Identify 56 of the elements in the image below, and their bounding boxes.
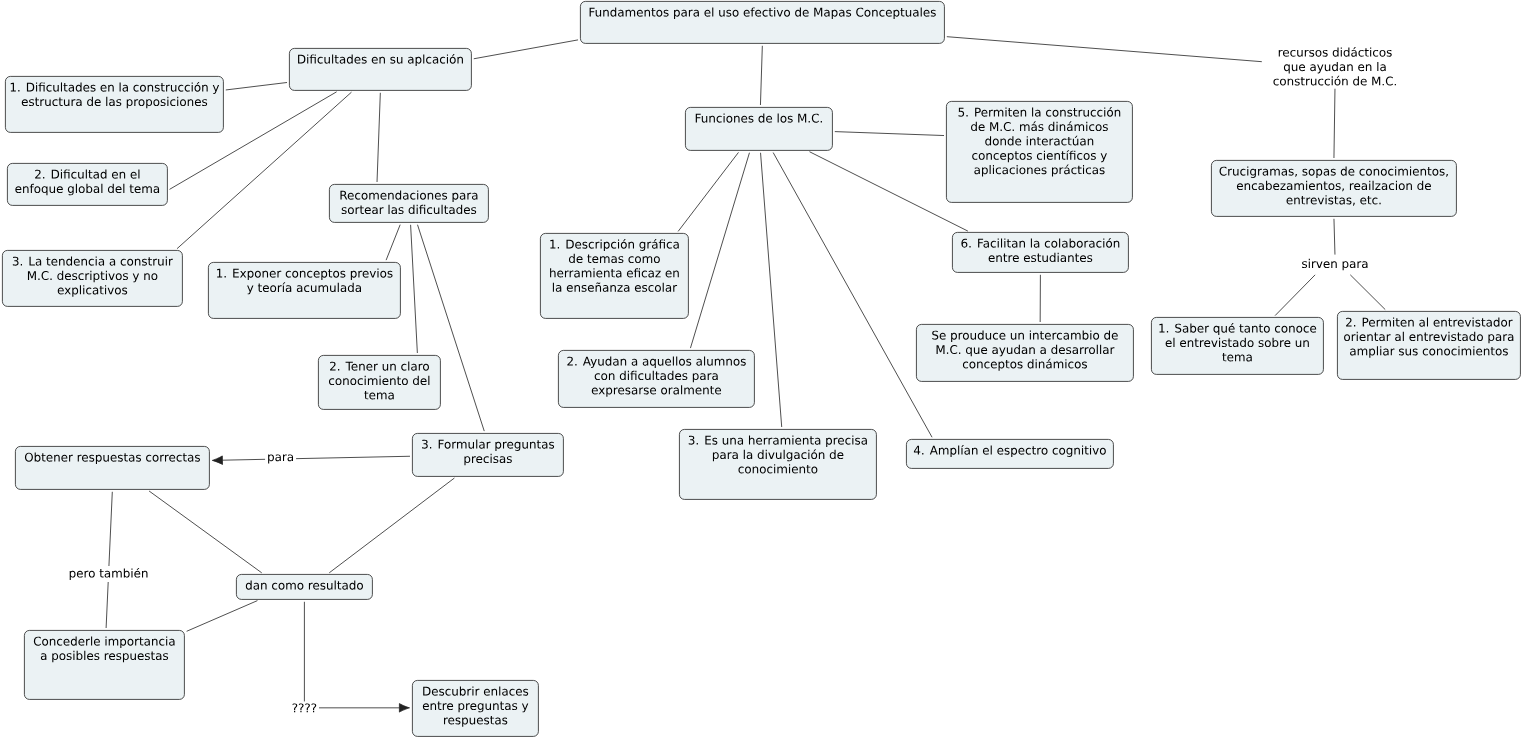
concept-box: 1. Exponer conceptos previos y teoría acumulada [208, 262, 401, 319]
concept-box: 5. Permiten la construcción de M.C. más dinámicos donde interactúan conceptos científicos y aplicaciones prácticas [946, 101, 1133, 203]
connector-line [105, 491, 113, 629]
connector-line [1333, 218, 1336, 255]
connector-line [473, 39, 579, 60]
concept-box: Concederle importancia a posibles respuestas [24, 630, 185, 700]
connector-line [385, 224, 401, 261]
linking-phrase: recursos didácticos que ayudan en la construcción de M.C. [1273, 47, 1396, 86]
connector-line [225, 82, 288, 91]
connector-line [772, 152, 933, 438]
concept-box: Se prouduce un intercambio de M.C. que ayudan a desarrollar conceptos dinámicos [916, 324, 1134, 382]
edge-label: para [265, 452, 297, 466]
concept-box: 2. Permiten al entrevistador orientar al entrevistado para ampliar sus conocimientos [1337, 311, 1521, 380]
concept-box: 3. Formular preguntas precisas [412, 433, 564, 477]
concept-box: 3. Es una herramienta precisa para la divulgación de conocimiento [679, 429, 877, 500]
connector-line [176, 91, 352, 250]
concept-box: Recomendaciones para sortear las dificultades [329, 184, 489, 223]
connector-line [760, 45, 763, 106]
concept-box: Crucigramas, sopas de conocimientos, encabezamientos, reailzacion de entrevistas, etc. [1211, 160, 1457, 217]
concept-box: Fundamentos para el uso efectivo de Mapas Conceptuales [580, 1, 945, 44]
concept-box: 1. Saber qué tanto conoce el entrevistado sobre un tema [1151, 317, 1324, 375]
connector-line [410, 224, 418, 354]
connector-line [677, 152, 739, 232]
arrow [304, 601, 410, 713]
connector-line [169, 91, 338, 190]
concept-box: dan como resultado [236, 574, 373, 600]
connector-line [1333, 88, 1336, 159]
connector-line [1349, 274, 1386, 310]
concept-box: 2. Ayudan a aquellos alumnos con dificultades para expresarse oralmente [558, 350, 755, 408]
connector-line [834, 131, 945, 136]
connector-line [760, 152, 783, 428]
concept-box: 6. Facilitan la colaboración entre estudiantes [952, 232, 1129, 273]
linking-phrase: sirven para [1302, 258, 1368, 271]
concept-box: 3. La tendencia a construir M.C. descriptivos y no explicativos [2, 250, 183, 307]
concept-box: 1. Descripción gráfica de temas como herramienta eficaz en la enseñanza escolar [540, 233, 689, 319]
concept-box: 4. Amplían el espectro cognitivo [906, 439, 1114, 469]
concept-box: Descubrir enlaces entre preguntas y respuestas [412, 680, 539, 737]
concept-box: Funciones de los M.C. [685, 107, 833, 151]
concept-box: 2. Dificultad en el enfoque global del tema [7, 163, 168, 206]
concept-box: 1. Dificultades en la construcción y estructura de las proposiciones [5, 76, 224, 133]
concept-box: 2. Tener un claro conocimiento del tema [318, 355, 441, 410]
edge-label: ???? [289, 701, 320, 715]
connector-line [148, 490, 263, 574]
connector-line [690, 152, 750, 349]
connector-line [1274, 274, 1316, 316]
arrow [211, 455, 411, 465]
connector-line [1039, 274, 1041, 323]
connector-line [376, 92, 381, 183]
edge-label: pero también [66, 565, 151, 582]
connector-line [328, 477, 455, 574]
connector-line [946, 36, 1263, 63]
connector-line [186, 600, 258, 632]
connector-line [417, 224, 485, 432]
concept-box: Dificultades en su aplcación [289, 48, 472, 91]
concept-box: Obtener respuestas correctas [15, 446, 210, 490]
connector-line [809, 151, 969, 232]
